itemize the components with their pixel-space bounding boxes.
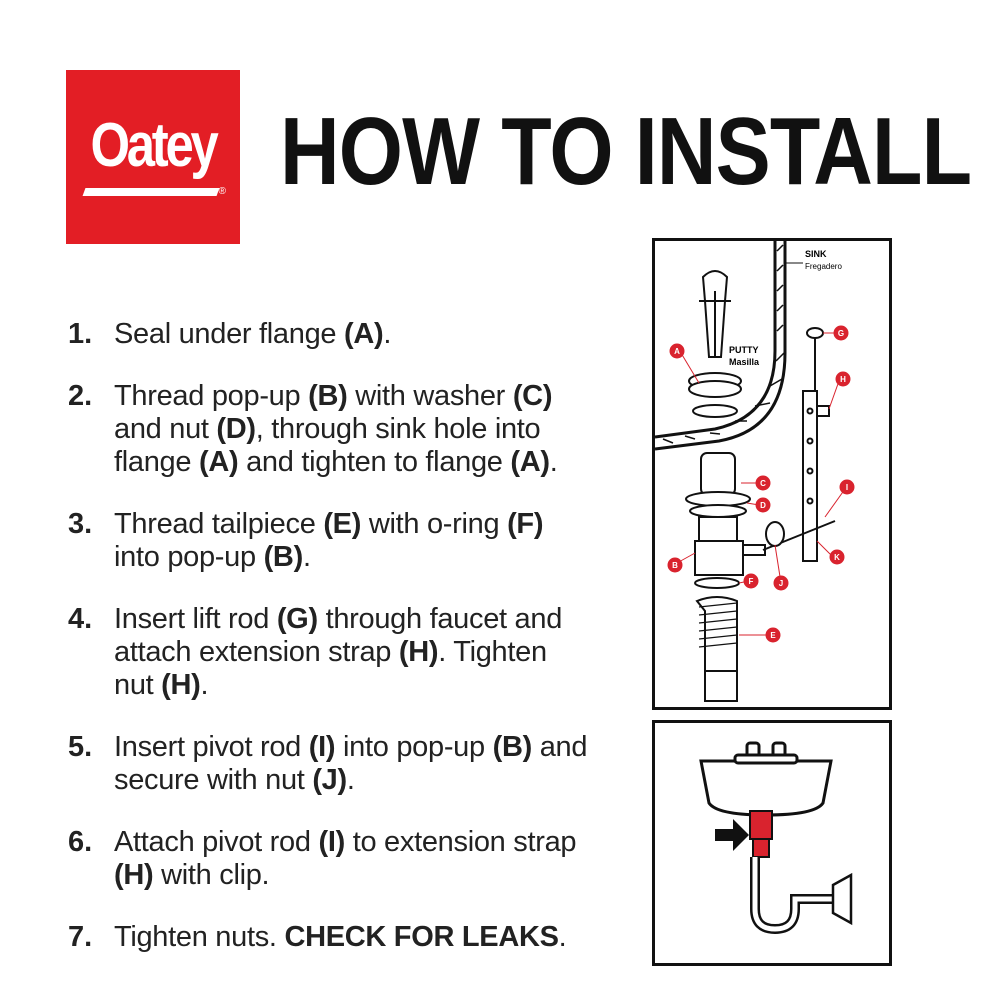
step-text-emphasis: (H): [114, 859, 154, 891]
step-7: 7. Tighten nuts. CHECK FOR LEAKS.: [68, 921, 588, 954]
svg-text:E: E: [770, 631, 776, 640]
step-text-segment: Tighten nuts.: [114, 921, 285, 953]
step-text-segment: .: [302, 541, 311, 573]
page-title: HOW TO INSTALL: [280, 98, 972, 205]
step-text-emphasis: (I): [318, 826, 345, 858]
step-text-segment: Attach pivot rod: [114, 826, 319, 858]
step-text: Insert pivot rod (I) into pop-up (B) and…: [114, 731, 588, 797]
svg-text:B: B: [672, 561, 678, 570]
step-text-segment: into pop-up: [335, 731, 493, 763]
step-text-emphasis: (B): [492, 731, 533, 763]
step-text-emphasis: (F): [507, 508, 544, 540]
step-text-emphasis: (H): [398, 636, 439, 668]
step-text-segment: through faucet and attach extension stra…: [114, 603, 563, 668]
step-text-emphasis: (I): [308, 731, 336, 763]
step-text-emphasis: (B): [263, 541, 304, 573]
svg-text:H: H: [840, 375, 846, 384]
step-text-emphasis: (C): [512, 380, 553, 412]
pop-up-body-illustration: [685, 452, 836, 702]
step-text-emphasis: (G): [276, 603, 318, 635]
part-callout-letters: A G H C D I B F J K E: [672, 329, 848, 640]
logo-swoosh: [82, 188, 220, 196]
step-text-segment: with washer: [347, 380, 513, 412]
step-5: 5. Insert pivot rod (I) into pop-up (B) a…: [68, 731, 588, 797]
step-text-emphasis: (A): [344, 318, 384, 350]
svg-text:C: C: [760, 479, 766, 488]
step-number: 4.: [68, 603, 93, 635]
step-text-segment: .: [346, 764, 355, 796]
step-text-emphasis: (H): [161, 669, 201, 701]
putty-label: PUTTY: [729, 345, 759, 355]
step-number: 6.: [68, 826, 93, 858]
putty-label-es: Masilla: [729, 357, 760, 367]
step-text-segment: .: [558, 921, 567, 953]
step-3: 3. Thread tailpiece (E) with o-ring (F) i…: [68, 508, 588, 574]
installed-sink-svg: [699, 741, 853, 935]
step-text-segment: .: [549, 446, 558, 478]
step-text-segment: Seal under flange: [114, 318, 344, 350]
step-text-emphasis: (D): [216, 413, 256, 445]
parts-diagram: SINK Fregadero PUTTY Masilla: [652, 238, 892, 710]
step-text-segment: into pop-up: [114, 541, 264, 573]
drain-assembly-illustration: [749, 810, 853, 935]
step-text-emphasis: (B): [308, 380, 348, 412]
step-text-segment: to extension strap: [344, 826, 577, 858]
svg-text:D: D: [760, 501, 766, 510]
parts-diagram-svg: SINK Fregadero PUTTY Masilla: [655, 241, 855, 702]
step-text-emphasis: (A): [198, 446, 239, 478]
sink-label-es: Fregadero: [805, 262, 842, 271]
sink-basin-illustration: [699, 741, 833, 817]
svg-text:I: I: [846, 483, 848, 492]
arrow-right-icon: [715, 819, 749, 851]
step-text-segment: .: [383, 318, 392, 350]
step-text-emphasis: (A): [510, 446, 550, 478]
step-text-segment: with clip.: [153, 859, 270, 891]
oatey-logo: Oatey ®: [66, 70, 240, 244]
svg-text:A: A: [674, 347, 680, 356]
step-number: 7.: [68, 921, 93, 953]
stopper-illustration: [688, 270, 742, 418]
step-6: 6. Attach pivot rod (I) to extension stra…: [68, 826, 588, 892]
step-text: Tighten nuts. CHECK FOR LEAKS.: [114, 921, 588, 954]
step-text-segment: , through sink hole into flange: [114, 413, 541, 478]
svg-text:J: J: [779, 579, 783, 588]
logo-registered-mark: ®: [218, 186, 226, 197]
part-callouts: [667, 325, 855, 643]
step-text-segment: and tighten to flange: [238, 446, 511, 478]
step-text-segment: with o-ring: [361, 508, 508, 540]
svg-text:F: F: [749, 577, 754, 586]
step-text-segment: .: [200, 669, 209, 701]
logo-wordmark: Oatey: [90, 111, 219, 180]
step-text: Thread pop-up (B) with washer (C) and nu…: [114, 380, 588, 479]
step-text-emphasis: CHECK FOR LEAKS: [284, 921, 559, 953]
step-number: 3.: [68, 508, 93, 540]
step-4: 4. Insert lift rod (G) through faucet and…: [68, 603, 588, 702]
step-text-emphasis: (E): [323, 508, 362, 540]
step-text-segment: Insert lift rod: [114, 603, 277, 635]
step-text: Attach pivot rod (I) to extension strap …: [114, 826, 588, 892]
step-text-segment: . Tighten nut: [114, 636, 547, 701]
svg-text:K: K: [834, 553, 840, 562]
step-1: 1. Seal under flange (A).: [68, 318, 588, 351]
step-text: Seal under flange (A).: [114, 318, 588, 351]
step-text: Thread tailpiece (E) with o-ring (F) int…: [114, 508, 588, 574]
step-number: 5.: [68, 731, 93, 763]
lift-rod-illustration: [802, 327, 830, 562]
step-text: Insert lift rod (G) through faucet and a…: [114, 603, 588, 702]
installed-sink-diagram: [652, 720, 892, 966]
svg-text:G: G: [838, 329, 844, 338]
sink-label: SINK: [805, 249, 827, 259]
step-text-emphasis: (J): [312, 764, 347, 796]
instruction-steps: 1. Seal under flange (A). 2. Thread pop-up …: [68, 318, 588, 983]
step-2: 2. Thread pop-up (B) with washer (C) and …: [68, 380, 588, 479]
step-number: 2.: [68, 380, 93, 412]
step-text-segment: and nut: [114, 413, 217, 445]
step-text-segment: Insert pivot rod: [114, 731, 309, 763]
step-text-segment: and secure with nut: [114, 731, 588, 796]
step-text-segment: Thread pop-up: [114, 380, 309, 412]
step-number: 1.: [68, 318, 93, 350]
step-text-segment: Thread tailpiece: [114, 508, 324, 540]
